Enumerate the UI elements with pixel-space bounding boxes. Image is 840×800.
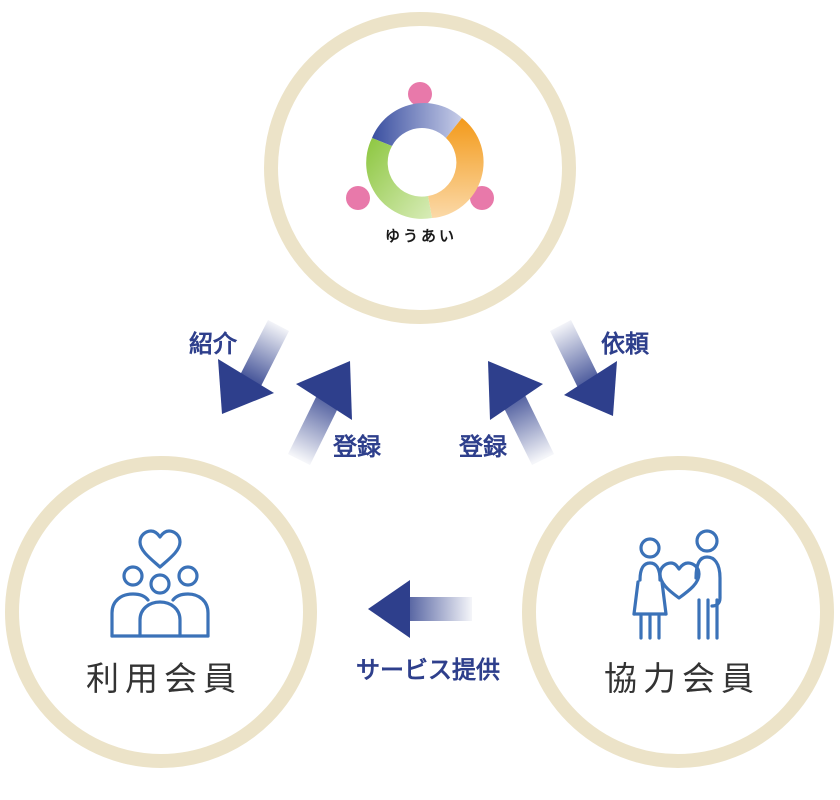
logo-dot-right [470,186,494,210]
logo-ring-green [366,138,432,219]
logo-dot-top [408,82,432,106]
yuai-logo: ゆうあい [346,82,494,245]
introduce-arrow [218,320,289,414]
introduce-label: 紹介 [189,330,238,358]
register-user-arrow [288,361,352,465]
user-member-circle [5,456,317,768]
people-heart-icon [632,529,722,640]
request-arrow [550,320,617,416]
helper-member-circle [522,456,834,768]
register-user-label: 登録 [332,433,382,461]
request-label: 依頼 [601,330,650,358]
logo-ring-orange [428,118,484,218]
logo-ring-blue [372,103,462,146]
service-arrow [368,580,472,638]
user-member-label: 利用会員 [86,659,242,698]
family-heart-icon [110,529,210,638]
register-helper-arrow [488,361,554,465]
logo-text: ゆうあい [385,227,457,245]
logo-dot-left [346,186,370,210]
org-circle [264,12,576,324]
register-helper-label: 登録 [458,433,508,461]
service-label: サービス提供 [356,656,500,684]
helper-member-label: 協力会員 [604,659,760,698]
